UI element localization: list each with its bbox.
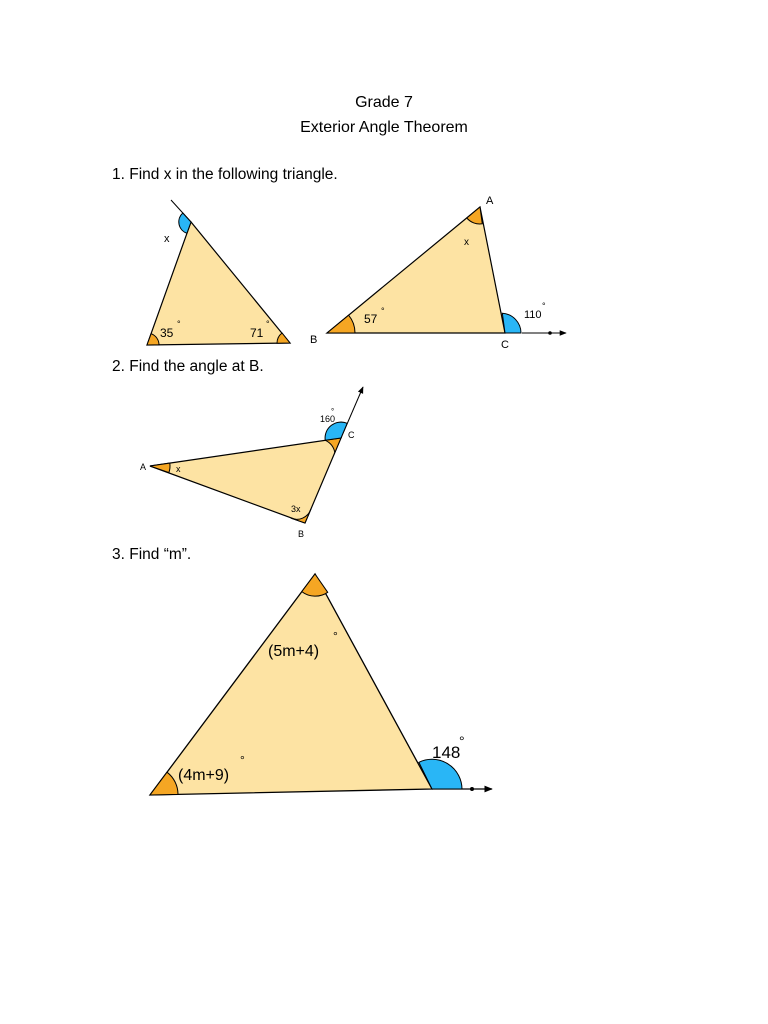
q1-t2-ray-point	[548, 331, 552, 335]
q1-t1-exterior-angle-mark	[178, 212, 192, 234]
q2-triangle: A B C x 3x 160 °	[140, 386, 364, 539]
q3-4m-degree: °	[240, 753, 245, 767]
q1-t1-left-angle-mark	[146, 333, 160, 346]
q3-ray-point	[470, 787, 474, 791]
q1-t1-35-degree: °	[177, 319, 181, 329]
q2-angle-a-mark	[149, 462, 171, 474]
q1-t1-x-label: x	[164, 233, 170, 245]
q1-t1-35-label: 35	[160, 326, 174, 340]
q3-angle-top-mark	[301, 573, 329, 597]
q1-t2-exterior-c-mark	[501, 312, 522, 334]
q1-t1-triangle	[146, 220, 292, 346]
q3-angle-left-mark	[148, 771, 179, 796]
q3-4m-label: (4m+9)	[178, 767, 229, 784]
grade-label: Grade 7	[355, 94, 413, 111]
q1-t2-x-label: x	[464, 237, 469, 248]
q1-t2-angle-a-mark	[466, 206, 483, 225]
q2-exterior-c-mark	[324, 421, 348, 441]
q3-triangle-shape	[148, 572, 434, 796]
q1-t1-71-label: 71	[250, 326, 264, 340]
q3-exterior-mark	[418, 758, 463, 790]
q2-triangle-shape	[149, 437, 342, 524]
q1-t2-vertex-b: B	[310, 334, 317, 346]
q3-5m-degree: °	[333, 629, 338, 643]
q1-t2-57-degree: °	[381, 306, 385, 316]
page-title: Exterior Angle Theorem	[300, 119, 468, 136]
q1-t1-71-degree: °	[266, 319, 270, 329]
q2-160-label: 160	[320, 414, 335, 424]
q1-t2-vertex-c: C	[501, 339, 509, 351]
q3-148-label: 148	[432, 743, 460, 762]
q1-t2-110-degree: °	[542, 301, 546, 311]
q3-148-degree: °	[459, 733, 465, 749]
q2-x-label: x	[176, 464, 181, 474]
q2-angle-b-mark	[290, 509, 312, 524]
q2-3x-label: 3x	[291, 504, 301, 514]
q2-160-degree: °	[331, 407, 334, 416]
q1-t2-57-label: 57	[364, 312, 378, 326]
question-3-text: 3. Find “m”.	[112, 546, 192, 563]
q1-t1-right-angle-mark	[276, 332, 292, 344]
q3-5m-label: (5m+4)	[268, 643, 319, 660]
q3-triangle: (5m+4) ° (4m+9) ° 148 °	[148, 572, 493, 796]
question-2-text: 2. Find the angle at B.	[112, 358, 264, 375]
q1-triangle-2: A B C x 57 ° 110 °	[310, 195, 567, 351]
q1-t2-triangle	[325, 205, 506, 334]
question-1-text: 1. Find x in the following triangle.	[112, 166, 338, 183]
q1-triangle-1: x 35 ° 71 °	[146, 199, 292, 346]
q1-t2-angle-b-mark	[325, 314, 356, 334]
q2-vertex-c: C	[348, 430, 355, 440]
q1-t2-vertex-a: A	[486, 195, 494, 207]
q2-vertex-a: A	[140, 462, 146, 472]
q2-vertex-b: B	[298, 529, 304, 539]
q1-t2-110-label: 110	[524, 309, 542, 321]
